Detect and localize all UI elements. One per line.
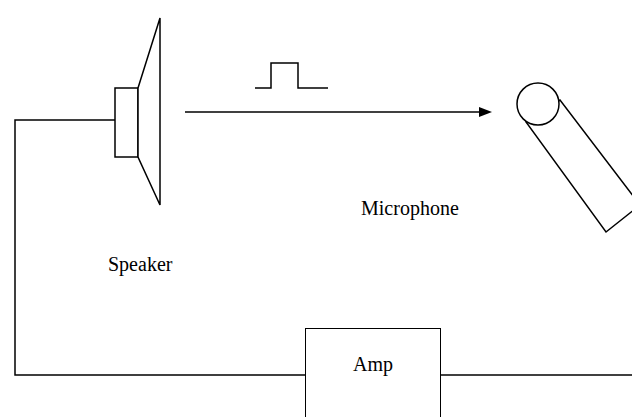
- arrow-head: [479, 107, 492, 117]
- speaker-magnet: [115, 88, 138, 157]
- amplifier-box: Amp: [305, 328, 441, 417]
- speaker-label: Speaker: [108, 252, 172, 276]
- speaker-wire: [15, 120, 305, 375]
- mic-wire: [440, 374, 632, 376]
- box-label: Amp: [353, 353, 393, 376]
- speaker-cone: [138, 18, 160, 205]
- sound-arrow: [185, 111, 482, 113]
- microphone-label: Microphone: [361, 196, 459, 220]
- microphone-symbol: [517, 83, 632, 232]
- pulse-symbol: [255, 63, 328, 88]
